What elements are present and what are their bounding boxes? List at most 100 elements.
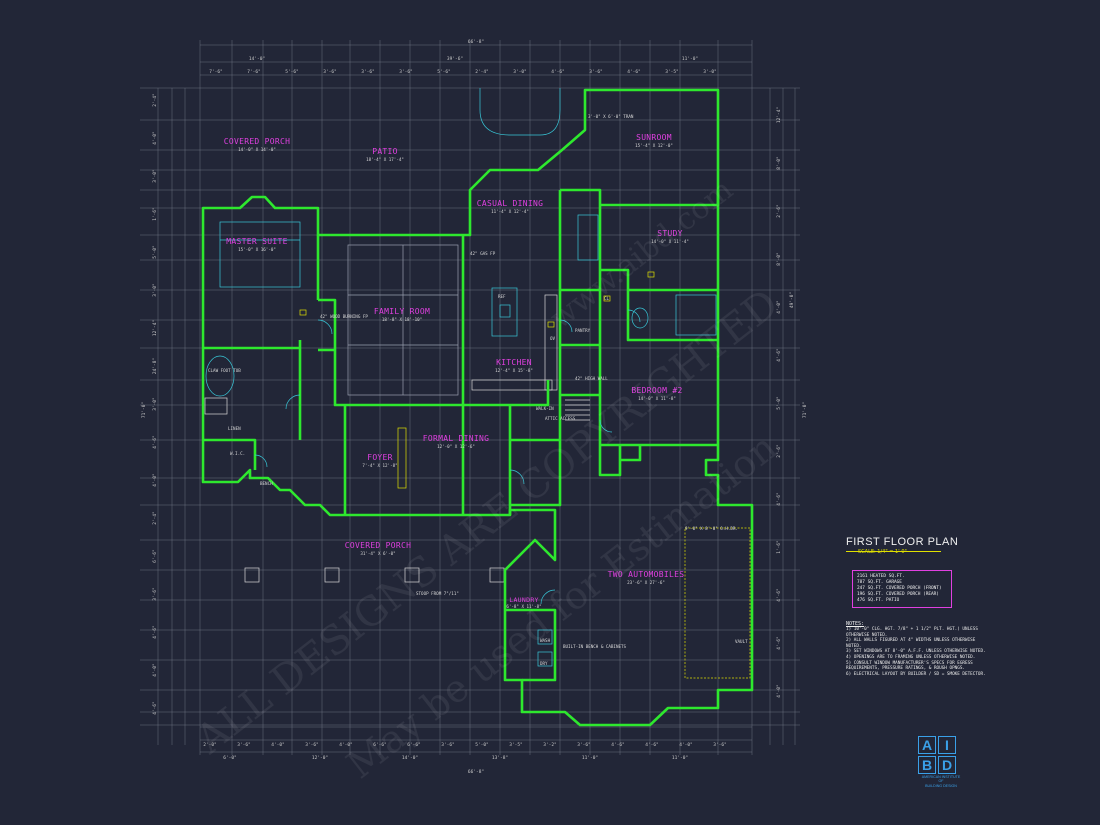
casual-dining-name: CASUAL DINING — [477, 199, 544, 208]
dim-left-seg: 24'-8" — [152, 358, 158, 374]
dim-left-seg: 5'-0" — [152, 245, 158, 259]
dim-bottom-b-seg: 11'-0" — [582, 755, 598, 761]
dim-left-seg: 4'-6" — [152, 701, 158, 715]
patio-outline — [479, 88, 561, 136]
note-item: 2) ALL WALLS FIGURED AT 4" WIDTHS UNLESS… — [846, 638, 976, 649]
note-item: 6) ELECTRICAL LAYOUT BY BUILDER / SD = S… — [846, 671, 986, 677]
pantry-label: PANTRY — [575, 328, 591, 333]
washer — [537, 629, 553, 645]
dim-bottom-b-seg: 13'-8" — [492, 755, 508, 761]
fixture-labels: PANTRY CLAW FOOT TUB 42" WOOD BURNING FP… — [208, 114, 748, 666]
plan-title: FIRST FLOOR PLAN — [846, 536, 959, 548]
area-line: 196 SQ.FT. COVERED PORCH (REAR) — [857, 592, 939, 597]
bath-two — [675, 294, 717, 336]
area-line: 787 SQ.FT. GARAGE — [857, 580, 902, 585]
garage-name: TWO AUTOMOBILES — [608, 570, 685, 579]
dim-top-2: 39'-6" — [447, 56, 463, 62]
dim-bottom-total: 66'-8" — [468, 769, 484, 775]
attic-label: ATTIC ACCESS — [545, 416, 576, 421]
dim-top-seg: 4'-6" — [627, 69, 641, 75]
family-room-name: FAMILY ROOM — [374, 307, 430, 316]
vault-label: VAULT — [735, 639, 748, 644]
dim-left-seg: 3'-6" — [152, 587, 158, 601]
fireplace-label: 42" WOOD BURNING FP — [320, 314, 368, 319]
door-arc-4 — [599, 419, 613, 433]
door-arc-6 — [509, 469, 525, 485]
dry-label: DRY — [540, 661, 548, 666]
dim-right-seg: 1'-6" — [776, 540, 782, 554]
dim-bottom-seg: 3'-6" — [713, 742, 727, 748]
study-name: STUDY — [657, 229, 683, 238]
sunroom-name: SUNROOM — [636, 133, 672, 142]
dim-bottom-seg: 6'-6" — [373, 742, 387, 748]
area-line: 476 SQ.FT. PATIO — [857, 598, 900, 603]
note-item: 3) SET WINDOWS AT 8'-0" A.F.F. UNLESS OT… — [846, 649, 986, 655]
note-item: 4) OPENINGS ARE TO FRAMING UNLESS OTHERW… — [846, 654, 976, 660]
covered-porch-rear-name: COVERED PORCH — [224, 137, 291, 146]
note-item: 5) CONSULT WINDOW MANUFACTURER'S SPECS F… — [846, 660, 973, 672]
dim-left-seg: 2'-4" — [152, 511, 158, 525]
ov-label: OV — [550, 336, 556, 341]
dim-top-seg: 3'-0" — [513, 69, 527, 75]
dim-bottom-seg: 3'-6" — [305, 742, 319, 748]
door-arc-5 — [627, 309, 641, 323]
sd-3 — [603, 295, 611, 302]
dim-left-seg: 2'-4" — [152, 93, 158, 107]
logo-caption-line-1: AMERICAN INSTITUTE — [921, 775, 961, 779]
dim-right-seg: 8'-0" — [776, 156, 782, 170]
logo-letter-i: I — [938, 736, 956, 754]
dim-bottom-b-seg: 14'-0" — [402, 755, 418, 761]
dim-bottom-b-seg: 6'-0" — [223, 755, 237, 761]
dim-left-total: 71'-0" — [141, 402, 147, 418]
dim-left-seg: 6'-6" — [152, 549, 158, 563]
bedroom-two-name: BEDROOM #2 — [631, 386, 682, 395]
dim-right-depth: 49'-0" — [789, 292, 795, 308]
dim-bottom-seg: 4'-0" — [271, 742, 285, 748]
dim-bottom-seg: 2'-0" — [203, 742, 217, 748]
foyer-bench — [397, 427, 407, 489]
dim-right-seg: 8'-0" — [776, 252, 782, 266]
covered-porch-front-size: 31'-4" X 6'-0" — [360, 551, 395, 556]
dim-right-seg: 4'-6" — [776, 492, 782, 506]
garage-size: 23'-6" X 27'-6" — [627, 580, 665, 585]
dim-bottom-seg: 4'-6" — [645, 742, 659, 748]
logo-letter-d: D — [938, 756, 956, 774]
casual-dining-size: 11'-4" X 12'-4" — [491, 209, 529, 214]
door-arc-7 — [540, 589, 556, 605]
closet-label: CL — [604, 296, 610, 301]
linen-label: LINEN — [228, 426, 241, 431]
dim-top-seg: 5'-6" — [285, 69, 299, 75]
title-block: FIRST FLOOR PLAN SCALE: 1/4" = 1'-0" 216… — [846, 536, 1096, 677]
vanity — [204, 397, 228, 415]
dim-bottom-seg: 6'-6" — [407, 742, 421, 748]
dim-bottom-seg: 4'-0" — [339, 742, 353, 748]
sd-4 — [547, 321, 555, 328]
covered-porch-front-name: COVERED PORCH — [345, 541, 412, 550]
dim-top-seg: 3'-0" — [703, 69, 717, 75]
dim-top-seg: 5'-6" — [437, 69, 451, 75]
dim-bottom-seg: 3'-5" — [509, 742, 523, 748]
master-suite-size: 15'-0" X 16'-0" — [238, 247, 276, 252]
walkin-label: WALK-IN — [536, 406, 554, 411]
logo-caption-line-2: OF — [938, 779, 944, 784]
window-rear-label: 3'-0" X 6'-0" TRAN — [588, 114, 634, 119]
master-suite-name: MASTER SUITE — [226, 237, 287, 246]
dim-left-seg: 1'-6" — [152, 207, 158, 221]
kitchen-counter-bottom — [471, 379, 553, 391]
note-item: 1) 10'-0" CLG. HGT. 7/8" + 1 1/2" PLT. H… — [846, 627, 978, 638]
dim-top-1: 14'-0" — [249, 56, 265, 62]
dim-bottom-b-seg: 11'-0" — [672, 755, 688, 761]
dim-bottom-seg: 3'-6" — [577, 742, 591, 748]
dim-top-seg: 3'-6" — [589, 69, 603, 75]
covered-porch-rear-size: 14'-0" X 14'-0" — [238, 147, 276, 152]
dim-top-seg: 2'-4" — [475, 69, 489, 75]
door-arc-1 — [317, 319, 333, 335]
foyer-size: 7'-4" X 12'-8" — [362, 463, 397, 468]
kitchen-island — [491, 287, 518, 337]
dim-top-3: 11'-0" — [682, 56, 698, 62]
bedroom-two-size: 14'-0" X 11'-8" — [638, 396, 676, 401]
dim-right-seg: 4'-0" — [776, 300, 782, 314]
dim-bottom-seg: 3'-6" — [237, 742, 251, 748]
dim-top-seg: 3'-5" — [665, 69, 679, 75]
dim-top-seg: 7'-6" — [209, 69, 223, 75]
